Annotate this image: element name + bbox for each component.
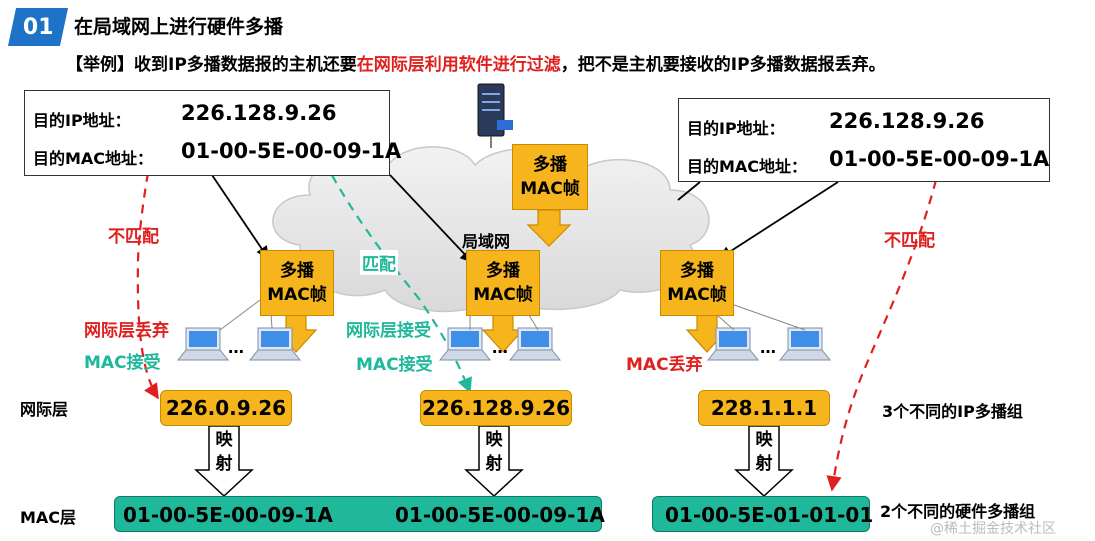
server-frame-arrow — [526, 209, 572, 247]
mapping-label: 映射 — [744, 428, 784, 476]
frame-line2: MAC帧 — [473, 285, 533, 305]
pointer-line — [677, 181, 701, 201]
mismatch-label-left: 不匹配 — [108, 227, 159, 247]
net-discard-label: 网际层丢弃 — [84, 321, 169, 341]
ip-group-box: 226.128.9.26 — [420, 390, 572, 426]
network-layer-label: 网际层 — [20, 400, 69, 419]
dest-mac-value: 01-00-5E-00-09-1A — [829, 147, 1050, 171]
match-arrow — [301, 117, 472, 394]
lan-label: 局域网 — [462, 232, 511, 251]
mismatch-arrow-right — [826, 179, 938, 492]
dest-ip-label: 目的IP地址： — [33, 111, 131, 130]
mac-frame-right: 多播 MAC帧 — [660, 250, 734, 316]
dest-ip-value: 226.128.9.26 — [181, 101, 337, 125]
mapping-line2: 射 — [755, 454, 773, 474]
page-title: 在局域网上进行硬件多播 — [74, 16, 284, 38]
example-text: 【举例】收到IP多播数据报的主机还要在网际层利用软件进行过滤，把不是主机要接收的… — [66, 50, 886, 75]
server-icon — [477, 83, 513, 148]
mac-group-note: 2个不同的硬件多播组 — [880, 502, 1036, 521]
frame-line2: MAC帧 — [667, 285, 727, 305]
mapping-label: 映射 — [204, 428, 244, 476]
mapping-label: 映射 — [474, 428, 514, 476]
frame-line1: 多播 — [680, 261, 714, 281]
ip-group-note: 3个不同的IP多播组 — [882, 402, 1023, 421]
ip-group-box: 226.0.9.26 — [160, 390, 292, 426]
dest-mac-label: 目的MAC地址： — [687, 157, 808, 176]
mapping-line1: 映 — [485, 430, 503, 450]
frame-line1: 多播 — [533, 155, 567, 175]
mac-frame-middle: 多播 MAC帧 — [466, 250, 540, 316]
dest-ip-label: 目的IP地址： — [687, 119, 785, 138]
example-text-end: ，把不是主机要接收的IP多播数据报丢弃。 — [560, 55, 886, 75]
net-accept-label: 网际层接受 — [346, 321, 431, 341]
mac-frame-left: 多播 MAC帧 — [260, 250, 334, 316]
mac-accept-label-mid: MAC接受 — [356, 355, 433, 375]
watermark: @稀土掘金技术社区 — [930, 521, 1056, 537]
mac-layer-label: MAC层 — [20, 508, 77, 527]
dest-address-box-right: 目的IP地址： 226.128.9.26 目的MAC地址： 01-00-5E-0… — [678, 98, 1050, 182]
dest-address-box-left: 目的IP地址： 226.128.9.26 目的MAC地址： 01-00-5E-0… — [24, 90, 401, 176]
section-badge: 01 — [7, 8, 69, 46]
mac-group-value: 01-00-5E-00-09-1A — [395, 503, 605, 527]
dest-mac-label: 目的MAC地址： — [33, 149, 154, 168]
example-text-start: 【举例】收到IP多播数据报的主机还要 — [66, 55, 357, 75]
pointer-line — [211, 174, 269, 260]
ip-group-box: 228.1.1.1 — [698, 390, 830, 426]
mac-accept-label-left: MAC接受 — [84, 353, 161, 373]
server-mac-frame: 多播 MAC帧 — [512, 144, 588, 210]
mapping-line2: 射 — [215, 454, 233, 474]
pointer-line — [389, 174, 473, 263]
ellipsis: … — [228, 338, 244, 357]
mapping-line2: 射 — [485, 454, 503, 474]
mismatch-arrow-left — [136, 109, 162, 400]
mapping-arrows — [194, 425, 794, 498]
match-label: 匹配 — [360, 250, 398, 275]
dest-ip-value: 226.128.9.26 — [829, 109, 985, 133]
mapping-line1: 映 — [755, 430, 773, 450]
frame-line2: MAC帧 — [267, 285, 327, 305]
mismatch-label-right: 不匹配 — [884, 231, 935, 251]
mac-discard-label: MAC丢弃 — [626, 355, 703, 375]
dest-mac-value: 01-00-5E-00-09-1A — [181, 139, 402, 163]
pointer-line — [718, 181, 839, 259]
mapping-line1: 映 — [215, 430, 233, 450]
computer-icons — [176, 327, 832, 361]
mac-group-value: 01-00-5E-00-09-1A — [123, 503, 333, 527]
frame-line2: MAC帧 — [520, 179, 580, 199]
ellipsis: … — [492, 338, 508, 357]
mac-group-bar-2: 01-00-5E-01-01-01 — [652, 496, 874, 532]
frame-line1: 多播 — [486, 261, 520, 281]
mac-group-bar-1: 01-00-5E-00-09-1A 01-00-5E-00-09-1A — [114, 496, 605, 532]
mac-group-value: 01-00-5E-01-01-01 — [665, 503, 874, 527]
example-text-highlight: 在网际层利用软件进行过滤 — [356, 55, 561, 75]
ellipsis: … — [760, 338, 776, 357]
frame-line1: 多播 — [280, 261, 314, 281]
